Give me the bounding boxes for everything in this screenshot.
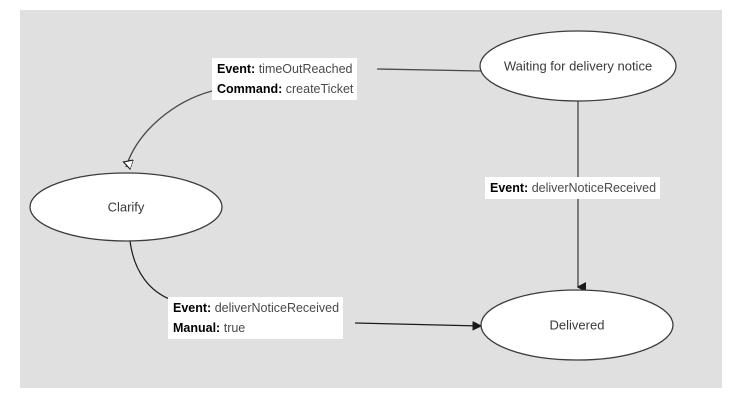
node-waiting-ellipse (479, 30, 677, 102)
node-waiting-for-delivery-notice[interactable]: Waiting for delivery notice (479, 30, 677, 102)
edge-label-value: timeOutReached (258, 62, 353, 76)
edge-waiting-to-clarify-segment (376, 68, 483, 72)
edge-label-value: createTicket (285, 82, 354, 96)
edge-clarify-to-delivered[interactable] (129, 240, 481, 326)
edge-label-key: Event: (217, 62, 256, 76)
edge-label-key: Event: (173, 301, 212, 315)
edge-label-value: deliverNoticeReceived (214, 301, 340, 315)
edge-label-waiting-to-clarify[interactable]: Event: timeOutReached Command: createTic… (212, 58, 358, 100)
edge-clarify-to-delivered-curve (129, 240, 173, 301)
edge-label-line: Event: deliverNoticeReceived (173, 298, 339, 318)
edge-label-value: true (223, 321, 246, 335)
node-clarify-ellipse (29, 172, 223, 242)
edge-label-line: Event: deliverNoticeReceived (490, 178, 656, 198)
edge-label-clarify-to-delivered[interactable]: Event: deliverNoticeReceived Manual: tru… (168, 297, 344, 339)
edge-clarify-to-delivered-segment (354, 323, 481, 326)
node-clarify[interactable]: Clarify (29, 172, 223, 242)
node-delivered[interactable]: Delivered (480, 289, 674, 361)
edge-waiting-to-clarify-curve (126, 90, 213, 167)
edge-label-key: Manual: (173, 321, 221, 335)
edge-label-key: Command: (217, 82, 283, 96)
node-delivered-ellipse (480, 289, 674, 361)
edge-label-line: Manual: true (173, 318, 339, 338)
edge-label-line: Event: timeOutReached (217, 59, 353, 79)
edge-label-value: deliverNoticeReceived (531, 181, 657, 195)
edge-waiting-to-clarify[interactable] (126, 68, 483, 167)
edge-label-key: Event: (490, 181, 529, 195)
edge-label-waiting-to-delivered[interactable]: Event: deliverNoticeReceived (485, 177, 661, 199)
edge-label-line: Command: createTicket (217, 79, 353, 99)
